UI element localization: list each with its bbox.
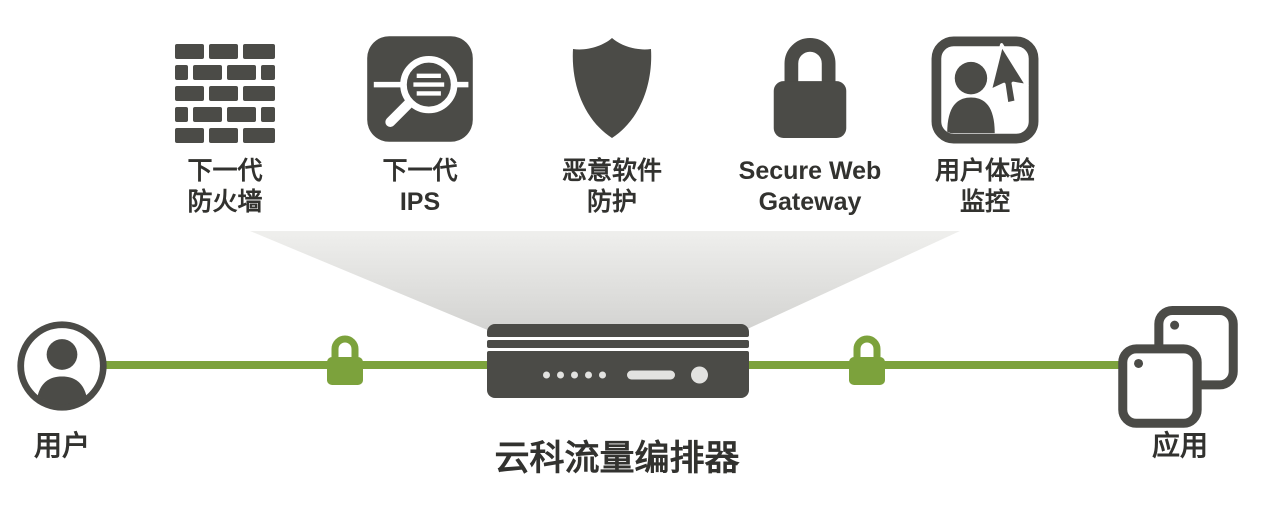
service-secure-web-gateway: Secure Web Gateway (710, 22, 910, 217)
padlock-left-icon (327, 335, 363, 385)
service-label-ips: 下一代 IPS (382, 157, 458, 216)
user-icon (17, 321, 107, 411)
service-malware-protection: 恶意软件 防护 (512, 22, 712, 217)
funnel-shape (250, 231, 960, 331)
service-user-experience: 用户体验 监控 (885, 22, 1085, 217)
service-label-firewall: 下一代 防火墙 (187, 157, 263, 216)
firewall-icon (175, 22, 275, 144)
appliance-lid (487, 324, 749, 337)
led-indicator (599, 371, 606, 378)
padlock-right-icon (849, 335, 885, 385)
ips-magnifier-icon (365, 22, 475, 144)
applications-icon (1118, 306, 1238, 428)
service-label-malware: 恶意软件 防护 (561, 157, 662, 216)
power-button-icon (691, 366, 708, 383)
service-firewall: 下一代 防火墙 (125, 22, 325, 217)
user-experience-monitor-icon (931, 22, 1039, 144)
app-label: 应用 (1151, 430, 1208, 461)
orchestrator-appliance (487, 324, 749, 398)
led-indicator (543, 371, 550, 378)
secure-web-gateway-lock-icon (761, 22, 859, 144)
service-ips: 下一代 IPS (320, 22, 520, 217)
led-indicator (557, 371, 564, 378)
led-indicator (585, 371, 592, 378)
led-indicator (571, 371, 578, 378)
appliance-body (487, 351, 749, 398)
service-label-swg: Secure Web Gateway (738, 157, 882, 216)
orchestrator-label: 云科流量编排器 (494, 439, 740, 478)
drive-slot (627, 370, 675, 379)
appliance-slot-bar (487, 340, 749, 348)
malware-shield-icon (562, 22, 662, 144)
user-label: 用户 (33, 430, 90, 461)
service-label-ux: 用户体验 监控 (934, 157, 1035, 216)
